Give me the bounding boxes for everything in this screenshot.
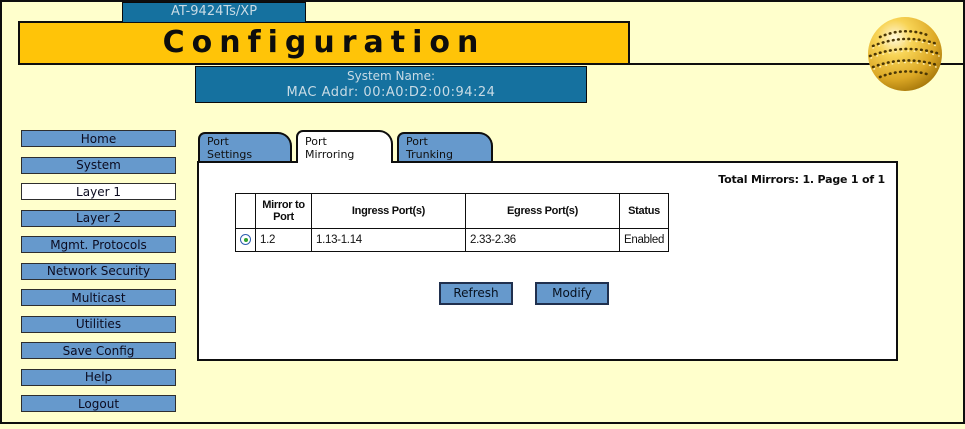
- sidebar-item-multicast[interactable]: Multicast: [21, 289, 176, 306]
- refresh-button[interactable]: Refresh: [439, 282, 513, 305]
- row-select-radio[interactable]: [240, 234, 251, 246]
- sidebar-item-mgmt-protocols[interactable]: Mgmt. Protocols: [21, 236, 176, 253]
- globe-logo-icon: [866, 15, 944, 97]
- sidebar-item-logout[interactable]: Logout: [21, 395, 176, 412]
- tab-label-line2: Settings: [207, 148, 253, 161]
- tab-label-line1: Port: [406, 135, 428, 148]
- model-name-tab: AT-9424Ts/XP: [122, 2, 306, 22]
- mac-address-label: MAC Addr: 00:A0:D2:00:94:24: [286, 85, 496, 100]
- sidebar-nav: Home System Layer 1 Layer 2 Mgmt. Protoc…: [21, 130, 176, 412]
- sidebar-item-network-security[interactable]: Network Security: [21, 262, 176, 280]
- header-divider-line: [628, 63, 963, 65]
- sidebar-item-save-config[interactable]: Save Config: [21, 342, 176, 359]
- ingress-ports-cell: 1.13-1.14: [311, 228, 466, 252]
- egress-ports-cell: 2.33-2.36: [465, 228, 620, 252]
- sidebar-item-system[interactable]: System: [21, 156, 176, 174]
- sidebar-item-layer1[interactable]: Layer 1: [21, 183, 176, 200]
- column-header-status: Status: [618, 193, 670, 229]
- mirror-to-port-cell: 1.2: [255, 228, 312, 252]
- tab-label-line1: Port: [305, 135, 327, 148]
- tab-port-settings[interactable]: Port Settings: [198, 132, 292, 161]
- tab-port-trunking[interactable]: Port Trunking: [397, 132, 493, 161]
- sidebar-item-help[interactable]: Help: [21, 368, 176, 386]
- tab-bar: Port Settings Port Mirroring Port Trunki…: [198, 128, 493, 163]
- mirror-table-row: 1.2 1.13-1.14 2.33-2.36 Enabled: [235, 228, 670, 252]
- sidebar-item-utilities[interactable]: Utilities: [21, 315, 176, 333]
- page-title: Configuration: [162, 25, 486, 60]
- column-header-ingress-ports: Ingress Port(s): [311, 193, 466, 229]
- total-mirrors-summary: Total Mirrors: 1. Page 1 of 1: [718, 173, 885, 186]
- column-header-mirror-to-port: Mirror to Port: [255, 193, 312, 229]
- system-name-label: System Name:: [346, 69, 435, 83]
- port-mirroring-panel: Total Mirrors: 1. Page 1 of 1 Mirror to …: [197, 161, 898, 361]
- mirror-table: Mirror to Port Ingress Port(s) Egress Po…: [235, 193, 670, 252]
- tab-label-line2: Trunking: [406, 148, 453, 161]
- tab-label-line1: Port: [207, 135, 229, 148]
- column-header-select: [235, 193, 256, 229]
- tab-label-line2: Mirroring: [305, 148, 355, 161]
- system-info-box: System Name: MAC Addr: 00:A0:D2:00:94:24: [195, 66, 587, 103]
- column-header-egress-ports: Egress Port(s): [465, 193, 620, 229]
- tab-port-mirroring[interactable]: Port Mirroring: [296, 130, 393, 163]
- row-select-cell: [235, 228, 256, 252]
- sidebar-item-layer2[interactable]: Layer 2: [21, 209, 176, 227]
- configuration-banner: Configuration: [18, 21, 630, 65]
- modify-button[interactable]: Modify: [535, 282, 609, 305]
- mirror-table-header-row: Mirror to Port Ingress Port(s) Egress Po…: [235, 193, 670, 229]
- status-cell: Enabled: [618, 228, 670, 252]
- sidebar-item-home[interactable]: Home: [21, 130, 176, 147]
